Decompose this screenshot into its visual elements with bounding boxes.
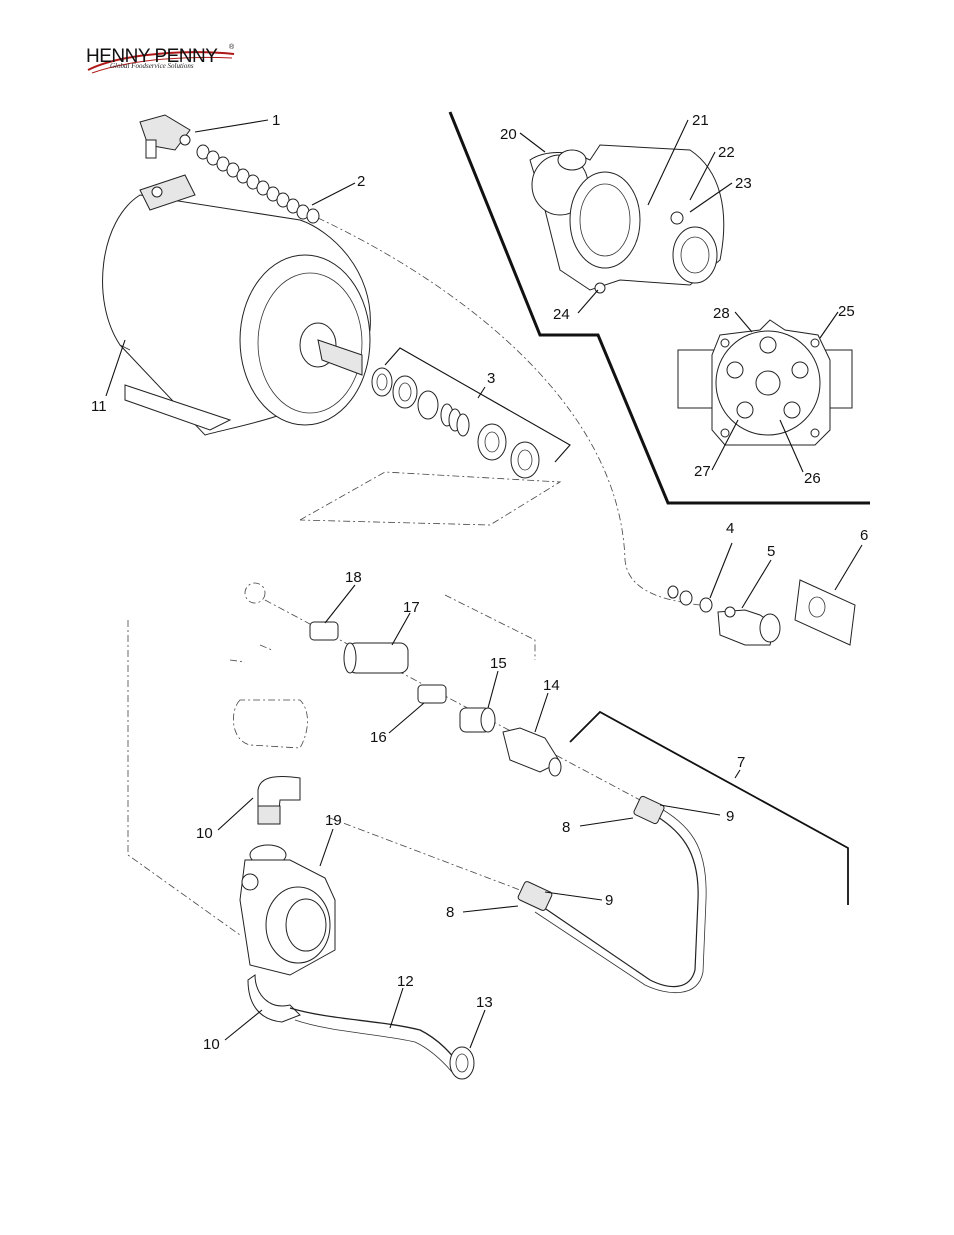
callout-24: 24 xyxy=(553,306,570,323)
part-13-fitting xyxy=(449,1046,475,1080)
callout-26: 26 xyxy=(804,470,821,487)
callout-10a: 10 xyxy=(196,825,213,842)
callout-8b: 8 xyxy=(446,904,454,921)
leader-lines xyxy=(105,119,863,1049)
callout-19: 19 xyxy=(325,812,342,829)
part-10-elbow-upper xyxy=(257,776,301,825)
part-1-fitting xyxy=(139,114,191,159)
callout-9a: 9 xyxy=(726,808,734,825)
logo-registered-mark: ® xyxy=(229,44,235,51)
part-16-nipple xyxy=(417,684,447,704)
part-6-gasket-plate xyxy=(794,579,856,646)
part-7-tube xyxy=(517,795,707,994)
pump-face-detail xyxy=(677,319,853,446)
callout-12: 12 xyxy=(397,973,414,990)
callout-8a: 8 xyxy=(562,819,570,836)
callout-21: 21 xyxy=(692,112,709,129)
callout-4: 4 xyxy=(726,520,734,537)
callout-28: 28 xyxy=(713,305,730,322)
callout-13: 13 xyxy=(476,994,493,1011)
centerline-lower-assembly xyxy=(127,620,241,936)
part-15-bushing xyxy=(459,707,496,733)
callout-2: 2 xyxy=(357,173,365,190)
henny-penny-logo: HENNY PENNY ® Global Foodservice Solutio… xyxy=(84,40,244,80)
callout-15: 15 xyxy=(490,655,507,672)
part-3-seal-kit xyxy=(371,347,571,479)
part-7-bracket xyxy=(569,710,849,905)
centerline-lower-right xyxy=(444,594,536,660)
centerline-pipe xyxy=(329,817,521,891)
callout-6: 6 xyxy=(860,527,868,544)
logo-brand-name: HENNY PENNY xyxy=(86,46,218,67)
part-17-coupling xyxy=(343,642,409,674)
part-14-hose-barb xyxy=(502,727,562,777)
inset-frame-line xyxy=(448,111,870,505)
callout-14: 14 xyxy=(543,677,560,694)
callout-7: 7 xyxy=(737,754,745,771)
part-5-elbow-fitting xyxy=(717,606,781,646)
callout-17: 17 xyxy=(403,599,420,616)
callout-5: 5 xyxy=(767,543,775,560)
callout-9b: 9 xyxy=(605,892,613,909)
callout-25: 25 xyxy=(838,303,855,320)
centerline-seal-plane xyxy=(299,471,562,526)
logo-tagline: Global Foodservice Solutions xyxy=(110,62,194,70)
callout-20: 20 xyxy=(500,126,517,143)
dashed-fitting-ghost xyxy=(229,582,308,749)
callout-11: 11 xyxy=(91,398,107,415)
centerline-motor-to-fitting xyxy=(317,217,701,606)
callout-10b: 10 xyxy=(203,1036,220,1053)
callout-22: 22 xyxy=(718,144,735,161)
motor-body xyxy=(102,174,371,436)
callout-16: 16 xyxy=(370,729,387,746)
callout-18: 18 xyxy=(345,569,362,586)
pump-housing-detail xyxy=(529,144,725,294)
part-4-ferrule xyxy=(667,585,713,613)
part-12-hose xyxy=(289,1007,461,1073)
logo-swoosh xyxy=(87,51,235,74)
callout-27: 27 xyxy=(694,463,711,480)
part-19-pump xyxy=(239,844,336,976)
part-2-bead-chain xyxy=(196,144,320,224)
callout-23: 23 xyxy=(735,175,752,192)
part-18-nipple xyxy=(309,621,339,641)
callout-1: 1 xyxy=(272,112,280,129)
callout-3: 3 xyxy=(487,370,495,387)
